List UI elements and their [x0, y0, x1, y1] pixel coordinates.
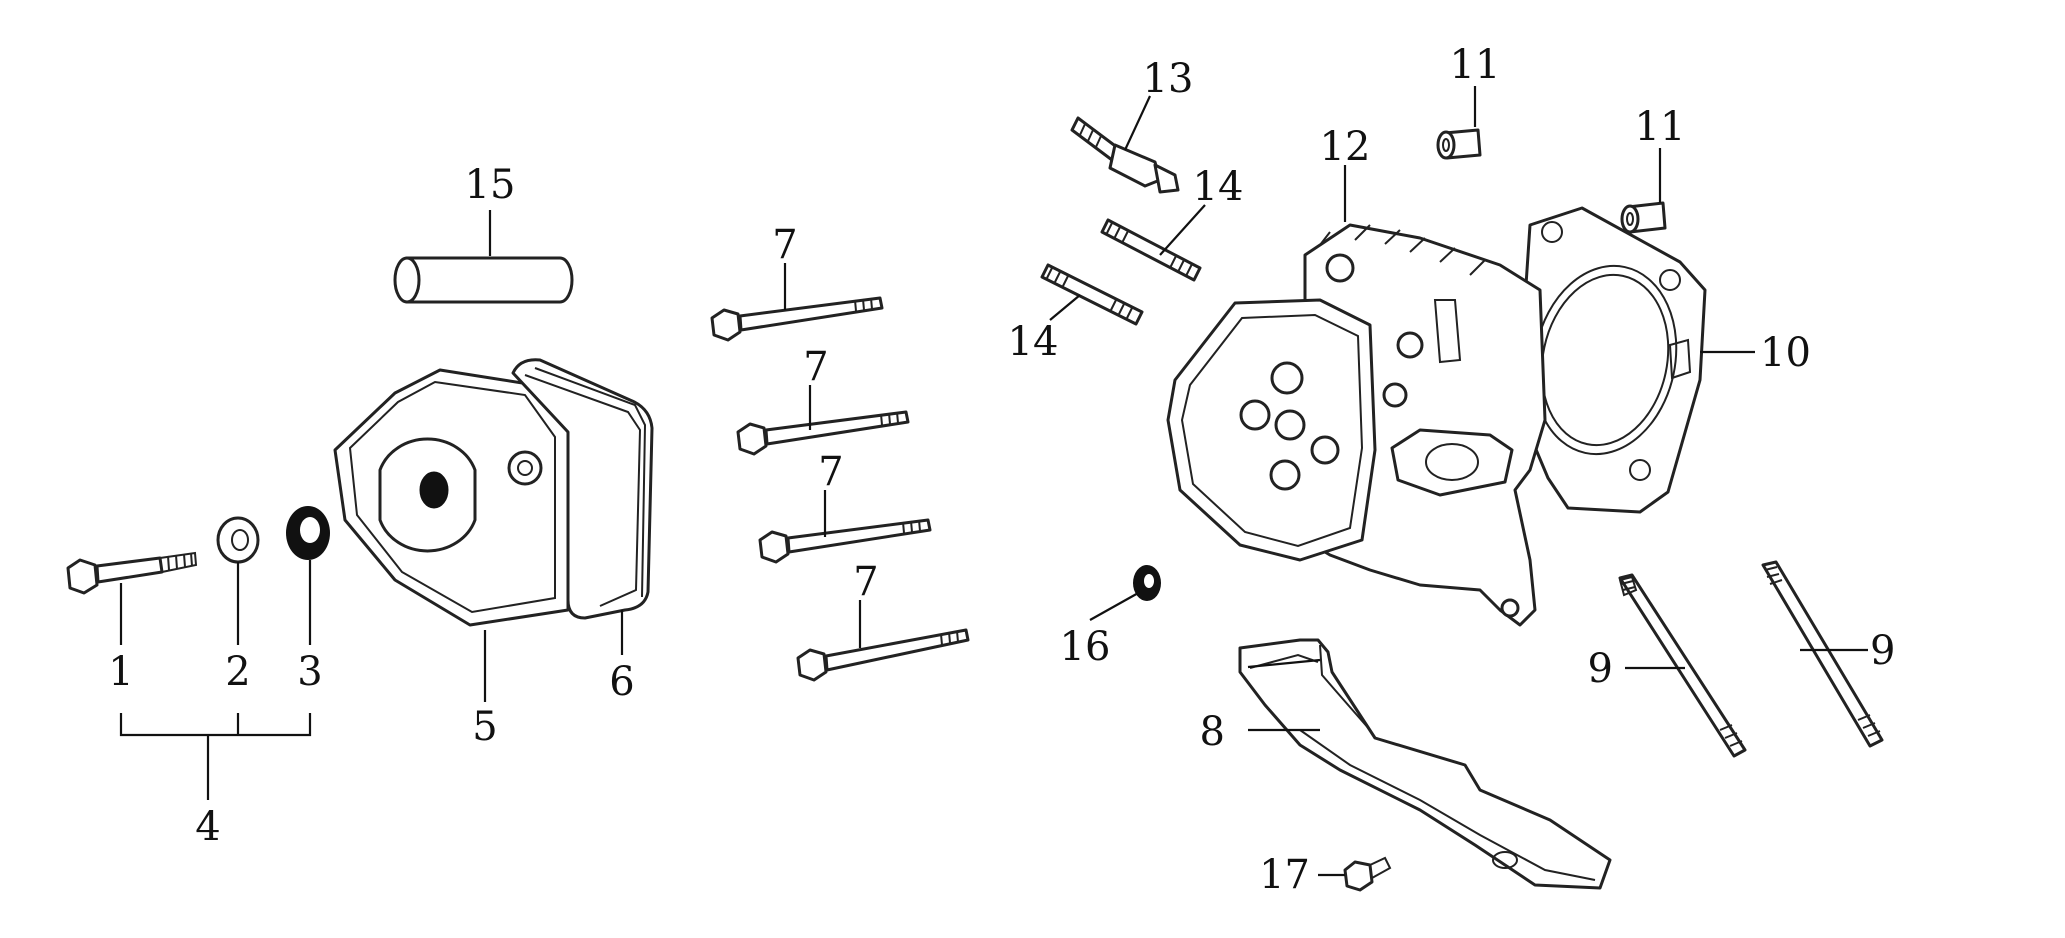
callout-14a: 14: [1193, 164, 1244, 210]
callout-12: 12: [1320, 124, 1371, 170]
callout-11b: 11: [1635, 104, 1686, 150]
part-9-stud-b: [1761, 560, 1884, 748]
part-15-pin: [393, 256, 574, 304]
callout-17: 17: [1259, 852, 1310, 898]
callout-11a: 11: [1450, 42, 1501, 88]
part-17-screw: [1343, 856, 1392, 892]
part-14-stud-b: [1040, 263, 1144, 326]
callout-9b: 9: [1870, 628, 1895, 674]
callout-10: 10: [1760, 330, 1811, 376]
callout-3: 3: [297, 649, 322, 695]
part-1-bolt: [66, 551, 198, 595]
callout-14b: 14: [1008, 319, 1059, 365]
part-6-gasket: [511, 358, 654, 620]
callout-7b: 7: [803, 344, 828, 390]
part-3-seal: [286, 506, 330, 560]
callout-7d: 7: [853, 559, 878, 605]
callout-6: 6: [609, 659, 634, 705]
part-7-bolt-b: [736, 410, 910, 456]
part-10-head-gasket: [1520, 206, 1707, 514]
callout-labels: 1 2 3 4 5 6 7 7 7 7 8 9 9 10 11 11 12 13…: [108, 42, 1895, 898]
part-13-spark-plug: [1070, 116, 1180, 194]
callout-8: 8: [1200, 709, 1225, 755]
part-7-bolt-a: [710, 296, 884, 342]
part-5-valve-cover: [333, 368, 570, 627]
callout-7a: 7: [772, 222, 797, 268]
callout-1: 1: [108, 649, 133, 695]
part-7-bolt-c: [758, 518, 932, 564]
callout-7c: 7: [818, 449, 843, 495]
callout-5: 5: [472, 704, 497, 750]
callout-13: 13: [1143, 56, 1194, 102]
part-16-seal: [1133, 565, 1161, 601]
callout-2: 2: [225, 649, 250, 695]
part-11-dowel-a: [1436, 128, 1482, 160]
part-12-cylinder-head: [1166, 223, 1547, 627]
leader-lines: [119, 86, 1868, 877]
part-9-stud-a: [1618, 573, 1747, 758]
callout-4: 4: [195, 804, 220, 850]
part-7-bolt-d: [796, 628, 970, 682]
part-8-deflector: [1238, 638, 1612, 890]
part-11-dowel-b: [1620, 201, 1667, 234]
callout-9a: 9: [1588, 646, 1613, 692]
callout-16: 16: [1060, 624, 1111, 670]
part-14-stud-a: [1100, 218, 1202, 282]
part-2-washer: [216, 516, 260, 564]
callout-15: 15: [465, 162, 516, 208]
